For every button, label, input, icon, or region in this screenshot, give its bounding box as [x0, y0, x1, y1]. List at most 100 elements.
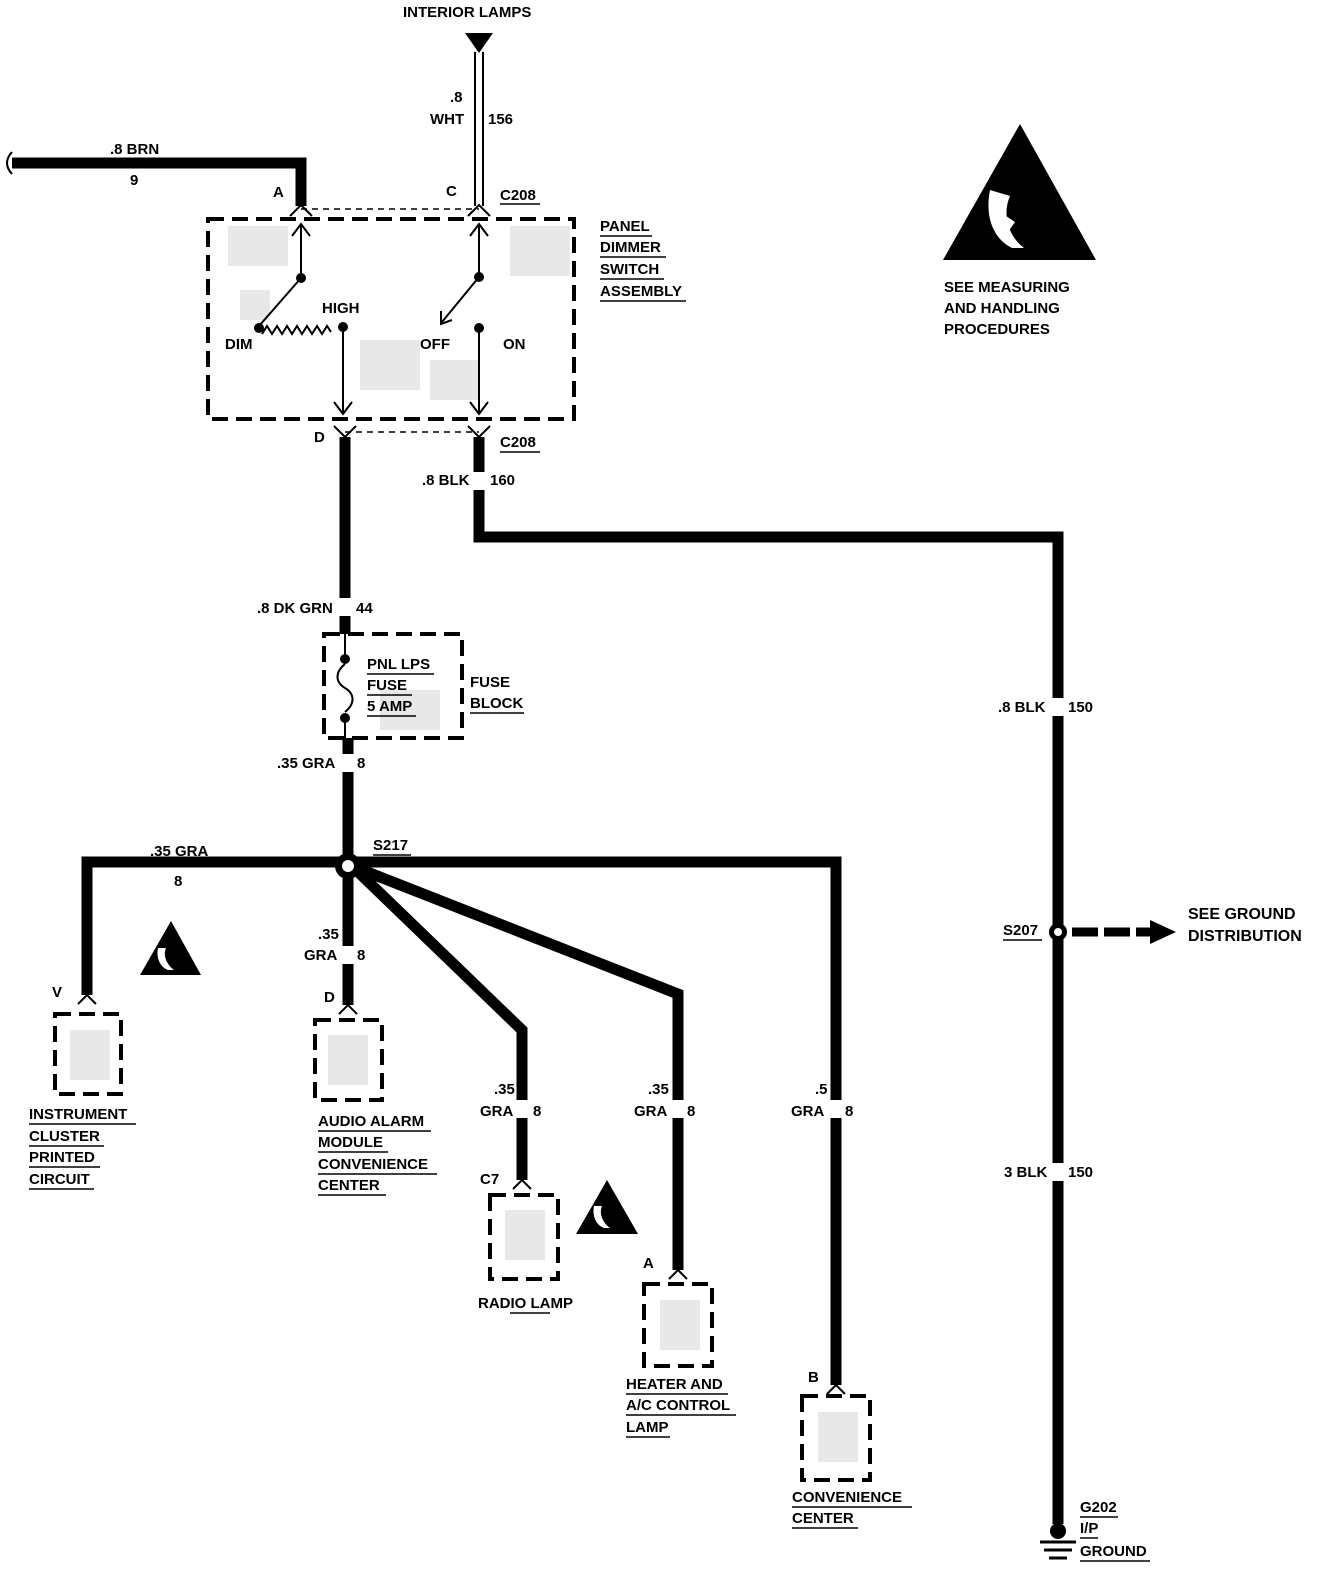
pin-a-heater-label: A [643, 1255, 654, 1272]
gra-trunk-gauge: .35 GRA [277, 755, 336, 772]
fuse-block-box [322, 632, 464, 740]
svg-text:CONVENIENCE: CONVENIENCE [792, 1489, 902, 1506]
audio-alarm-label: AUDIO ALARM MODULE CONVENIENCE CENTER [318, 1113, 437, 1196]
see-ground-distribution-label: SEE GROUND DISTRIBUTION [1188, 906, 1302, 945]
ground-icon [1040, 1523, 1076, 1560]
pin-c7-label: C7 [480, 1171, 499, 1188]
blk-160-gauge: .8 BLK [422, 472, 470, 489]
s217-label: S217 [373, 837, 408, 854]
branch-left-wire [81, 856, 348, 995]
branch-audio-circuit: 8 [357, 947, 365, 964]
wht-gauge: .8 [450, 89, 463, 106]
off-label: OFF [420, 336, 450, 353]
svg-text:PANEL: PANEL [600, 218, 650, 235]
convenience-center-label: CONVENIENCE CENTER [792, 1489, 912, 1529]
svg-text:AUDIO ALARM: AUDIO ALARM [318, 1113, 424, 1130]
c208-bottom-label: C208 [500, 434, 536, 451]
svg-text:INSTRUMENT: INSTRUMENT [29, 1106, 127, 1123]
svg-text:SEE GROUND: SEE GROUND [1188, 906, 1296, 923]
branch-conv-wire [348, 856, 842, 1385]
heater-lamp-label: HEATER AND A/C CONTROL LAMP [626, 1376, 736, 1438]
esd-warning-icon [943, 124, 1096, 260]
svg-text:LAMP: LAMP [626, 1419, 669, 1436]
branch-left-gauge: .35 GRA [150, 843, 209, 860]
pin-d-audio-label: D [324, 989, 335, 1006]
c208-top-label: C208 [500, 187, 536, 204]
svg-text:PNL LPS: PNL LPS [367, 656, 430, 673]
pin-c-label: C [446, 183, 457, 200]
on-label: ON [503, 336, 526, 353]
branch-conv-color: GRA [791, 1103, 825, 1120]
svg-text:GROUND: GROUND [1080, 1543, 1147, 1560]
branch-conv-gauge: .5 [815, 1081, 828, 1098]
brn-wire [12, 157, 307, 206]
gra-trunk-circuit: 8 [357, 755, 365, 772]
branch-heater-gauge: .35 [648, 1081, 669, 1098]
s207-label: S207 [1003, 922, 1038, 939]
instrument-cluster-label: INSTRUMENT CLUSTER PRINTED CIRCUIT [29, 1106, 136, 1190]
radio-lamp-label: RADIO LAMP [478, 1295, 573, 1312]
svg-text:ASSEMBLY: ASSEMBLY [600, 283, 682, 300]
esd-note-label: SEE MEASURING AND HANDLING PROCEDURES [944, 279, 1070, 338]
pin-d-label: D [314, 429, 325, 446]
svg-text:I/P: I/P [1080, 1520, 1098, 1537]
svg-text:A/C CONTROL: A/C CONTROL [626, 1397, 730, 1414]
brn-gauge: .8 BRN [110, 141, 159, 158]
branch-left-circuit: 8 [174, 873, 182, 890]
blk-150-lower-circuit: 150 [1068, 1164, 1093, 1181]
svg-text:CENTER: CENTER [792, 1510, 854, 1527]
svg-text:CONVENIENCE: CONVENIENCE [318, 1156, 428, 1173]
instrument-cluster-box [53, 1012, 123, 1096]
dkgrn-gauge: .8 DK GRN [257, 600, 333, 617]
esd-warning-icon [140, 921, 201, 975]
svg-text:CIRCUIT: CIRCUIT [29, 1171, 90, 1188]
blk-150-lower-gauge: 3 BLK [1004, 1164, 1048, 1181]
panel-dimmer-switch-box [206, 217, 576, 421]
convenience-center-box [800, 1394, 872, 1482]
svg-text:DISTRIBUTION: DISTRIBUTION [1188, 928, 1302, 945]
svg-text:CENTER: CENTER [318, 1177, 380, 1194]
svg-text:MODULE: MODULE [318, 1134, 383, 1151]
svg-text:BLOCK: BLOCK [470, 695, 523, 712]
svg-text:FUSE: FUSE [367, 677, 407, 694]
branch-radio-color: GRA [480, 1103, 514, 1120]
branch-conv-circuit: 8 [845, 1103, 853, 1120]
svg-text:G202: G202 [1080, 1499, 1117, 1516]
svg-text:SEE MEASURING: SEE MEASURING [944, 279, 1070, 296]
fuse-icon [336, 663, 354, 713]
interior-lamps-label: INTERIOR LAMPS [403, 4, 531, 21]
brn-circuit: 9 [130, 172, 138, 189]
arrow-down-icon [465, 33, 493, 53]
dkgrn-circuit: 44 [356, 600, 373, 617]
dim-label: DIM [225, 336, 253, 353]
svg-text:HEATER AND: HEATER AND [626, 1376, 723, 1393]
branch-audio-color: GRA [304, 947, 338, 964]
audio-alarm-box [313, 1018, 384, 1102]
branch-heater-wire [349, 860, 684, 1270]
svg-text:5 AMP: 5 AMP [367, 698, 412, 715]
branch-audio-gauge: .35 [318, 926, 339, 943]
svg-text:DIMMER: DIMMER [600, 239, 661, 256]
branch-radio-circuit: 8 [533, 1103, 541, 1120]
blk-wire-160 [473, 437, 1064, 1524]
radio-lamp-box [488, 1193, 560, 1281]
g202-ground-label: G202 I/P GROUND [1080, 1499, 1150, 1562]
fuse-label: PNL LPS FUSE 5 AMP [367, 656, 434, 717]
blk-160-circuit: 160 [490, 472, 515, 489]
esd-warning-icon [576, 1180, 638, 1234]
branch-radio-gauge: .35 [494, 1081, 515, 1098]
branch-radio-wire [348, 862, 528, 1180]
blk-150-upper-circuit: 150 [1068, 699, 1093, 716]
pin-b-label: B [808, 1369, 819, 1386]
wht-color: WHT [430, 111, 464, 128]
blk-150-upper-gauge: .8 BLK [998, 699, 1046, 716]
svg-text:SWITCH: SWITCH [600, 261, 659, 278]
heater-lamp-box [642, 1282, 714, 1368]
svg-text:FUSE: FUSE [470, 674, 510, 691]
high-label: HIGH [322, 300, 360, 317]
arrow-right-icon [1150, 920, 1176, 944]
branch-heater-circuit: 8 [687, 1103, 695, 1120]
fuse-block-label: FUSE BLOCK [470, 674, 524, 714]
panel-dimmer-label: PANEL DIMMER SWITCH ASSEMBLY [600, 218, 686, 302]
